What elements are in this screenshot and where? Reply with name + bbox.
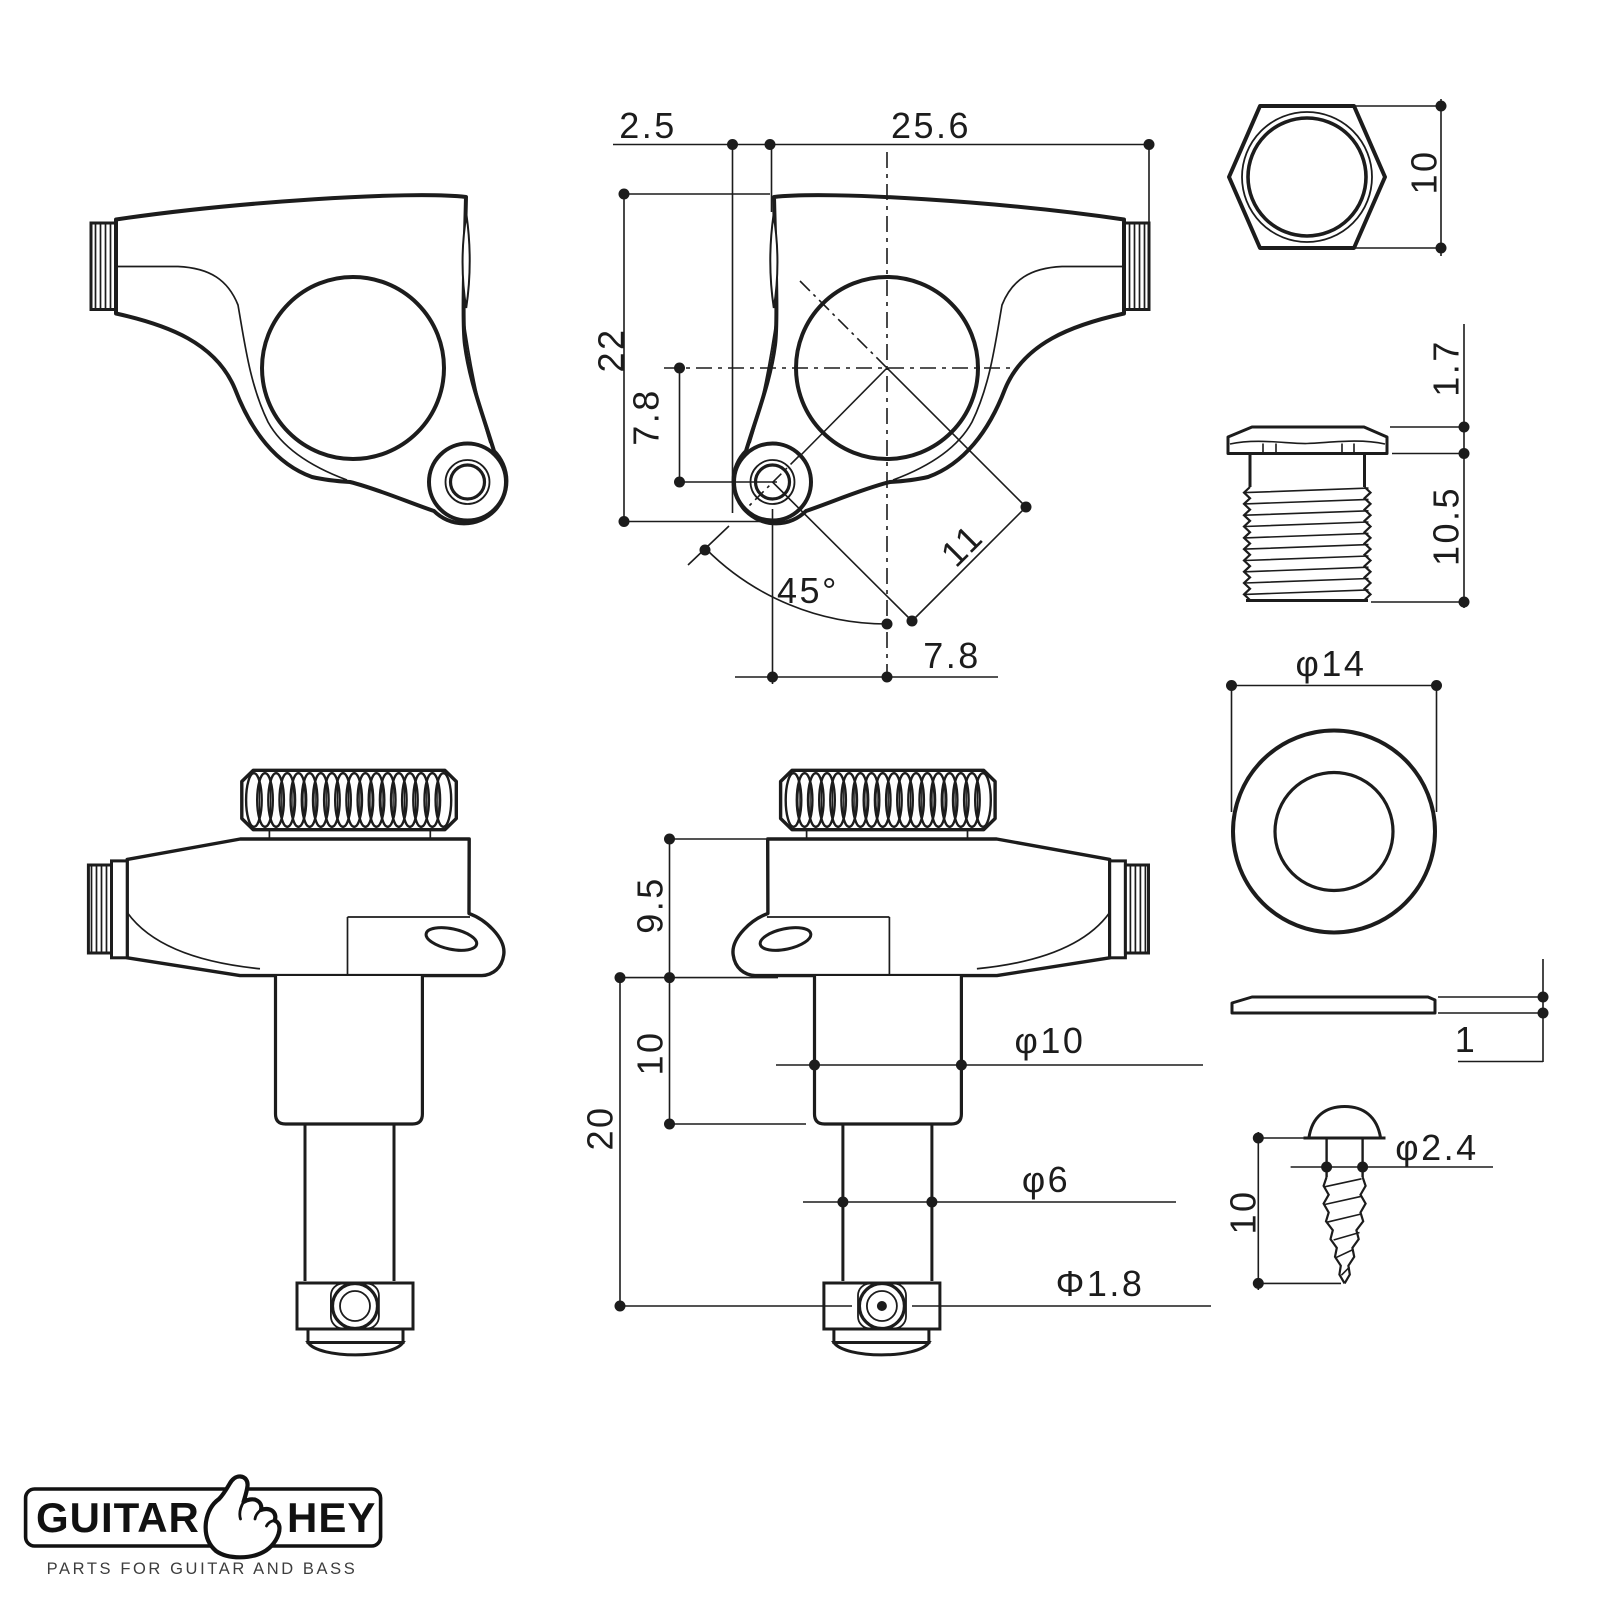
housing-back-left-view [89,193,509,526]
screw-shank [1325,1138,1364,1177]
nut-chamfer-circle [1241,111,1373,243]
washer-dimension-lines [1230,684,1438,812]
washer-inner-circle [1273,770,1395,893]
dim-nut-across-flats: 10 [1404,149,1445,194]
dimension-dots [614,833,967,1312]
dim-screw-hole-drop: 7.8 [626,388,667,446]
dim-housing-length: 25.6 [891,105,971,146]
bushing-shank [1248,453,1366,487]
logo-tagline: PARTS FOR GUITAR AND BASS [47,1560,358,1578]
logo: GUITAR HEY PARTS FOR GUITAR AND BASS [23,1474,383,1578]
rock-hand-icon [203,1474,282,1560]
dim-upper-post-length: 10 [630,1030,671,1075]
logo-box [23,1487,383,1548]
figure-mount-screw: 10 φ2.4 [1223,1104,1493,1290]
dim-upper-post-diameter: φ10 [1015,1020,1086,1061]
tuner-dimensions: 9.5 10 20 φ10 φ6 Φ1.8 [580,833,1211,1312]
figure-bushing: 1.7 10.5 [1226,324,1470,608]
housing-dimensions: 2.5 25.6 22 7.8 45° 11 7.8 [591,105,1155,684]
dim-screw-center-distance: 11 [933,516,992,575]
figure-housing-back-left [89,193,509,526]
bushing-head-chamfer [1229,440,1386,445]
figure-hex-nut: 10 [1227,99,1447,256]
dimension-dots [618,139,1155,683]
dim-housing-height: 22 [591,327,632,372]
logo-brand-right: HEY [287,1494,376,1541]
dim-total-post-length: 20 [580,1105,621,1150]
dim-bushing-flange: 1.7 [1426,339,1467,397]
figure-washer: φ14 1 [1226,643,1549,1063]
bushing-thread-lines [1244,487,1369,596]
dim-washer-thickness: 1 [1455,1019,1478,1060]
bushing-dimension-lines [1371,324,1465,608]
dim-screw-offset: 7.8 [923,635,981,676]
dim-string-hole-diameter: Φ1.8 [1056,1263,1145,1304]
dim-screw-angle: 45° [777,570,839,611]
bushing-thread-right [1362,486,1373,601]
dim-screw-length: 10 [1223,1189,1264,1234]
screw-thread-right [1343,1176,1367,1284]
tuner-front-left-view [86,768,506,1357]
screw-head-dome [1307,1104,1383,1139]
figure-tuner-front-left [86,768,506,1357]
dim-washer-diameter: φ14 [1296,643,1367,684]
dim-bushing-thread: 10.5 [1426,486,1467,566]
nut-dimension-lines [1354,99,1442,256]
dim-string-post-diameter: φ6 [1022,1159,1070,1200]
screw-thread-lines [1324,1178,1362,1276]
dim-body-height: 9.5 [630,876,671,934]
figure-housing-back-dimensioned [731,193,1151,526]
nut-bore-circle [1246,116,1368,238]
screw-thread-left [1322,1176,1346,1284]
logo-brand-left: GUITAR [36,1494,200,1541]
dim-face-to-tab: 2.5 [619,105,677,146]
bushing-head-facets [1262,443,1355,454]
bushing-head [1226,425,1389,455]
washer-side-view [1230,995,1437,1015]
rock-hand-detail [238,1500,276,1528]
dim-screw-shank-diameter: φ2.4 [1395,1127,1478,1168]
bushing-thread-left [1242,486,1252,601]
washer-thickness-dimension-lines [1438,959,1544,1063]
housing-back-dimensioned-view [731,193,1151,526]
